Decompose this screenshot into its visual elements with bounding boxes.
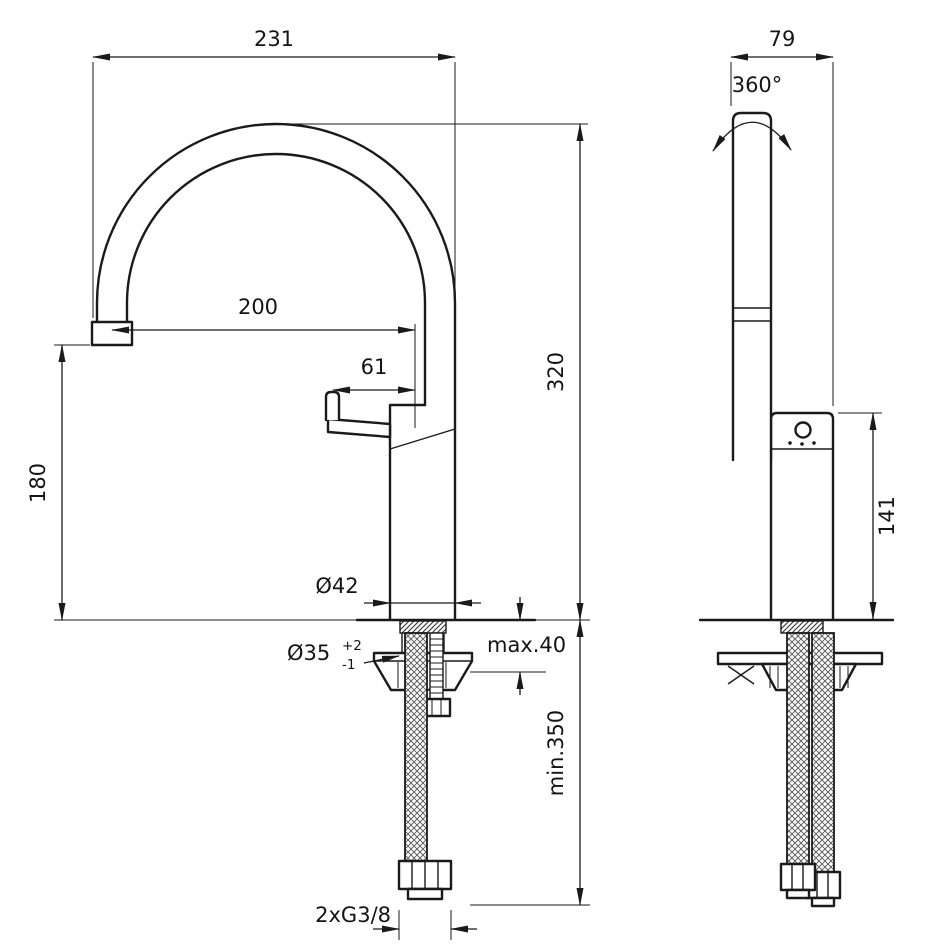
spout-side — [731, 111, 773, 462]
dim-thread-label: 2xG3/8 — [315, 903, 391, 927]
dim-79: 79 — [730, 27, 834, 406]
dim-61: 61 — [332, 355, 416, 394]
swivel-joint-lines-side — [733, 307, 771, 322]
dim-231-label: 231 — [254, 27, 294, 51]
faucet-front-outline — [90, 122, 537, 622]
dim-body-diameter: Ø42 — [315, 574, 481, 607]
dim-max40-label: max.40 — [487, 633, 566, 657]
spout-outer-profile — [95, 122, 457, 621]
dim-200-label: 200 — [238, 295, 278, 319]
dim-d35-label: Ø35 — [287, 641, 330, 665]
dim-200: 200 — [111, 295, 416, 428]
gasket-front — [399, 620, 447, 634]
handle-pin — [324, 390, 341, 422]
swivel-rotation-arrow — [712, 121, 792, 152]
dim-141-label: 141 — [875, 496, 899, 536]
spout-inner-profile — [125, 152, 427, 407]
side-view: 79 360° 141 — [698, 27, 899, 908]
spout-outlet — [90, 320, 134, 347]
supply-hose-1-side — [786, 632, 810, 865]
hose-fitting-front — [397, 859, 453, 901]
faucet-side-outline — [698, 111, 895, 622]
dim-320-label: 320 — [544, 352, 568, 392]
swivel-annotation: 360° — [712, 73, 792, 152]
threaded-stud-front — [421, 632, 452, 718]
dim-connection-thread: 2xG3/8 — [315, 903, 477, 940]
dim-min350-label: min.350 — [544, 710, 568, 796]
dim-d42-label: Ø42 — [315, 574, 358, 598]
front-view: 231 200 61 320 180 Ø42 — [26, 27, 590, 940]
dim-180: 180 — [26, 344, 362, 621]
body-front-outline — [388, 403, 427, 621]
clamp-side — [727, 665, 755, 685]
under-deck-side — [716, 620, 884, 908]
dim-79-label: 79 — [769, 27, 796, 51]
dim-231: 231 — [92, 27, 456, 318]
shank-front — [401, 633, 445, 653]
dim-max40: max.40 — [470, 597, 590, 695]
supply-hose-front — [404, 632, 428, 862]
body-joint-line — [389, 428, 456, 450]
under-deck-front — [372, 620, 474, 901]
dim-141: 141 — [838, 412, 899, 620]
handle-end-side — [794, 421, 812, 439]
swivel-angle-label: 360° — [732, 73, 783, 97]
supply-hose-2-side — [811, 632, 835, 873]
gasket-side — [780, 620, 824, 634]
hose-fitting-1-side — [779, 862, 817, 900]
dim-min350: min.350 — [470, 619, 590, 906]
indicator-dots-side — [788, 441, 816, 446]
dim-61-label: 61 — [361, 355, 388, 379]
handle-lever — [326, 417, 392, 439]
dim-180-label: 180 — [26, 463, 50, 503]
dim-d35-tol-plus: +2 — [342, 638, 362, 654]
dim-d35-tol-minus: -1 — [342, 657, 355, 673]
dim-hole-diameter: Ø35 +2 -1 — [287, 638, 400, 673]
dim-320: 320 — [278, 123, 588, 621]
cone-hatch-side — [769, 666, 849, 688]
